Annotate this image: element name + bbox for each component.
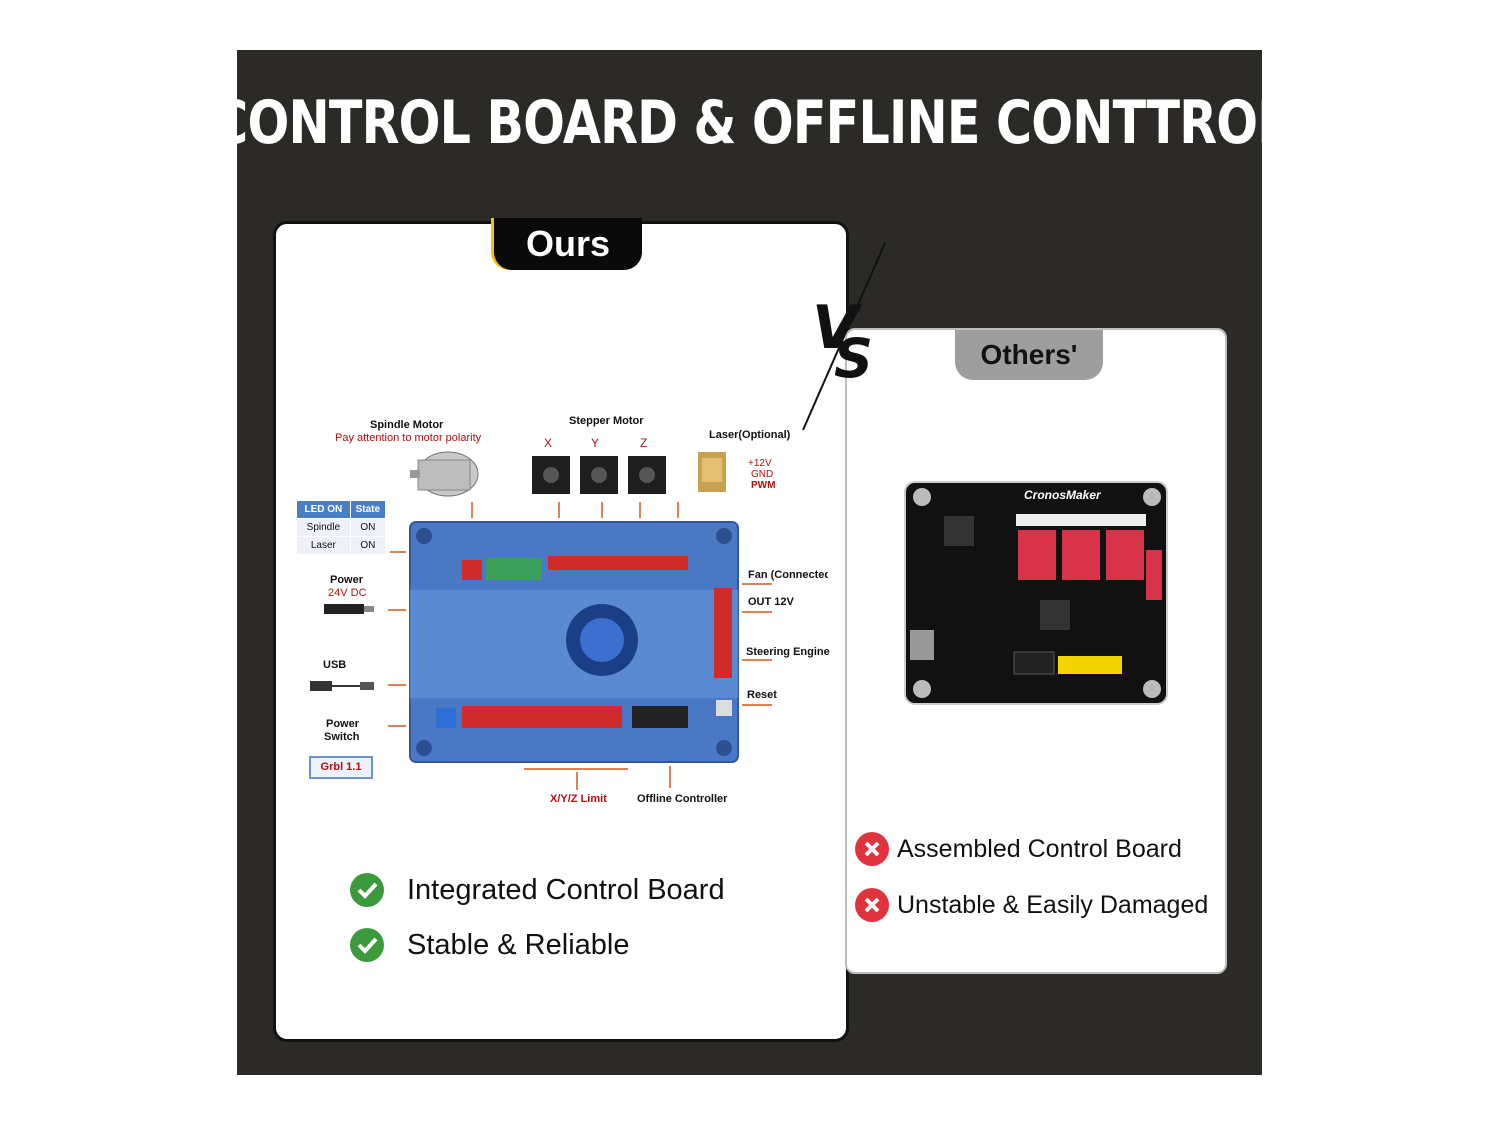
label-axis-z: Z xyxy=(640,436,648,450)
label-power: Power xyxy=(330,574,364,586)
vs-label: V xyxy=(812,293,863,363)
label-stepper-motor: Stepper Motor xyxy=(569,415,644,427)
check-icon xyxy=(350,873,384,907)
usb-cable-icon xyxy=(310,681,374,691)
ours-feature-1: Integrated Control Board xyxy=(407,874,725,906)
label-limit: X/Y/Z Limit xyxy=(550,793,607,805)
label-axis-x: X xyxy=(544,436,553,450)
led-table-header: State xyxy=(349,500,387,519)
label-out12v: OUT 12V xyxy=(748,596,794,608)
label-steering-engine: Steering Engine xyxy=(746,646,830,658)
others-tab: Others' xyxy=(955,330,1103,380)
label-spindle-note: Pay attention to motor polarity xyxy=(335,432,482,444)
led-table-cell: ON xyxy=(349,536,387,555)
ours-feature-2: Stable & Reliable xyxy=(407,929,630,961)
cross-icon xyxy=(855,832,889,866)
label-laser: Laser(Optional) xyxy=(709,429,791,441)
label-reset: Reset xyxy=(747,689,777,701)
led-table-header: LED ON xyxy=(296,500,351,519)
label-power-switch-2: Switch xyxy=(324,731,360,743)
led-table-cell: Spindle xyxy=(296,518,351,537)
laser-module-icon xyxy=(698,452,726,492)
label-laser-pin-12v: +12V xyxy=(748,458,772,469)
label-usb: USB xyxy=(323,659,347,671)
control-board-image xyxy=(409,521,739,763)
grbl-badge: Grbl 1.1 xyxy=(309,756,373,779)
label-laser-pin-gnd: GND xyxy=(751,469,774,480)
diagram-arrows xyxy=(388,502,772,790)
label-spindle-motor: Spindle Motor xyxy=(370,419,444,431)
others-feature-1: Assembled Control Board xyxy=(897,835,1182,863)
cross-icon xyxy=(855,888,889,922)
headline: CONTROL BOARD & OFFLINE CONTTROL xyxy=(212,88,1288,158)
label-axis-y: Y xyxy=(591,436,600,450)
ours-tab: Ours xyxy=(494,218,642,270)
spindle-motor-icon xyxy=(410,451,479,497)
label-fan: Fan (Connected xyxy=(748,569,828,581)
label-laser-pin-pwm: PWM xyxy=(751,480,776,491)
others-board-brand: CronosMaker xyxy=(1024,488,1101,502)
label-power-spec: 24V DC xyxy=(328,587,367,599)
svg-text:S: S xyxy=(834,327,873,390)
power-jack-icon xyxy=(324,604,374,614)
label-offline-controller: Offline Controller xyxy=(637,793,728,805)
others-feature-2: Unstable & Easily Damaged xyxy=(897,891,1209,919)
check-icon xyxy=(350,928,384,962)
stepper-motor-icon xyxy=(532,456,666,494)
label-power-switch-1: Power xyxy=(326,718,360,730)
